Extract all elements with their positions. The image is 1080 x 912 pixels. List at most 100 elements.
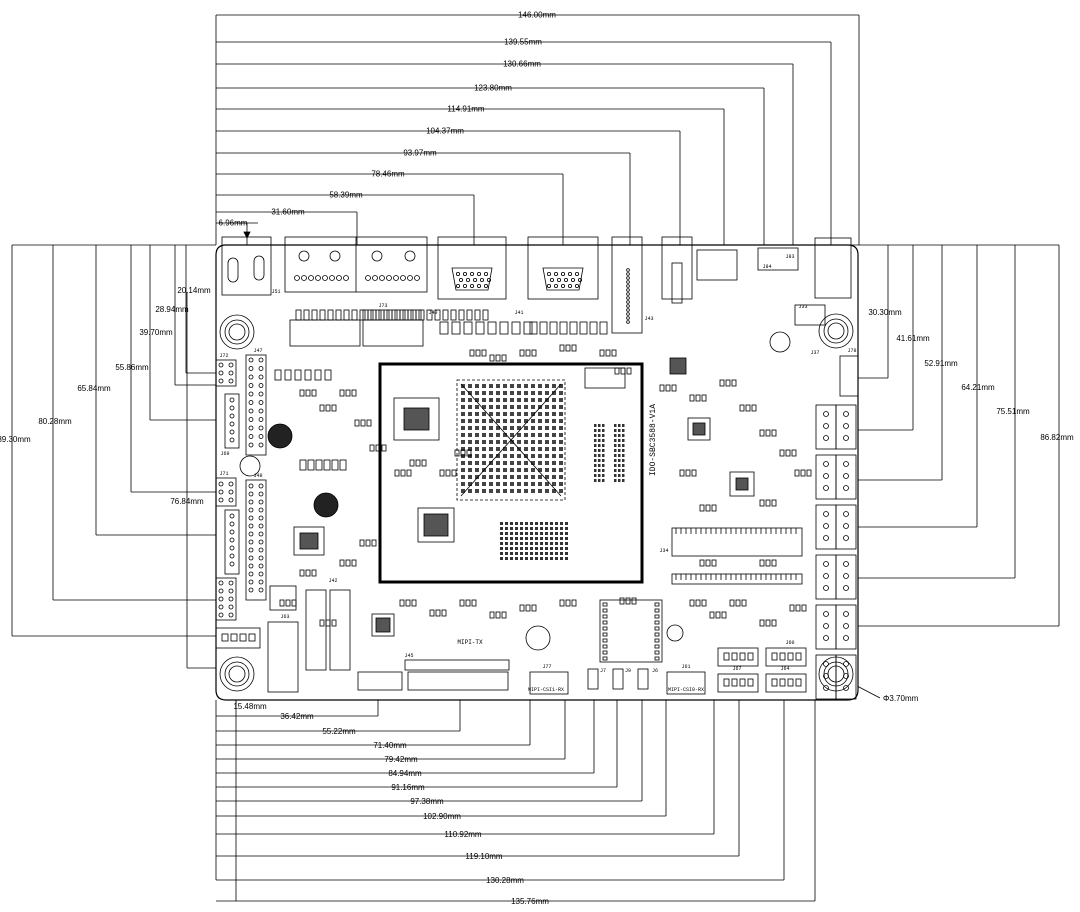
smd-part (721, 611, 727, 619)
memory-ball (598, 464, 601, 467)
header-pin (218, 362, 224, 368)
pin-pad (779, 652, 786, 661)
header-pin (218, 489, 224, 495)
bga-ball (475, 489, 479, 493)
smd-part (311, 569, 317, 577)
connector-fpc-long (671, 573, 803, 585)
bga-ball (461, 489, 465, 493)
dim-label-bottom: 97.38mm (410, 797, 444, 806)
battery-holder (769, 331, 791, 353)
header-pin (248, 523, 254, 529)
memory-ball (565, 552, 568, 555)
memory-ball (530, 537, 533, 540)
vga-pin (578, 277, 583, 282)
smd-part (421, 459, 427, 467)
header-pin (248, 531, 254, 537)
bga-ball (524, 454, 528, 458)
silk-label: J48 (253, 473, 262, 479)
memory-ball (510, 532, 513, 535)
memory-ball (545, 527, 548, 530)
header-pin (229, 545, 235, 551)
bga-ball (538, 398, 542, 402)
bga-ball (468, 461, 472, 465)
memory-ball (530, 527, 533, 530)
bga-ball (510, 440, 514, 444)
smd-part (460, 449, 466, 457)
component-pad (602, 626, 608, 631)
component-pad (323, 459, 331, 471)
memory-ball (598, 424, 601, 427)
mounting-hole-ring (224, 319, 250, 345)
memory-ball (598, 439, 601, 442)
header-pin (218, 596, 224, 602)
memory-ball (515, 522, 518, 525)
vga-pin (472, 277, 477, 282)
ic-block (584, 367, 626, 389)
memory-ball (618, 449, 621, 452)
bga-ball (461, 398, 465, 402)
memory-ball (614, 464, 617, 467)
mipi-csi1-label: MIPI-CSI1-RX (528, 687, 564, 693)
bga-ball (482, 405, 486, 409)
memory-ball (618, 429, 621, 432)
bga-ball (482, 440, 486, 444)
dim-label-bottom: 110.92mm (444, 830, 482, 839)
bga-ball (475, 440, 479, 444)
component-pad (314, 369, 322, 381)
memory-ball (565, 542, 568, 545)
header-pin (228, 481, 234, 487)
bga-ball (503, 433, 507, 437)
memory-ball (594, 424, 597, 427)
connector-fpc-vertical (305, 589, 327, 671)
memory-ball (618, 479, 621, 482)
pin-pad (239, 633, 247, 642)
vga-shell (542, 267, 584, 291)
smd-part (571, 599, 577, 607)
smd-part (451, 469, 457, 477)
header-pin (843, 435, 849, 441)
memory-ball (618, 474, 621, 477)
memory-ball (530, 557, 533, 560)
bga-ball (468, 468, 472, 472)
vga-pin (550, 277, 555, 282)
dim-label-top: 78.46mm (371, 170, 405, 179)
smd-part (339, 389, 345, 397)
component-pad (602, 602, 608, 607)
dim-label-bottom: 130.28mm (486, 876, 524, 885)
bga-ball (552, 475, 556, 479)
smd-part (501, 611, 507, 619)
header-pin (626, 272, 630, 276)
memory-ball (510, 522, 513, 525)
memory-ball (565, 547, 568, 550)
memory-ball (515, 542, 518, 545)
pin-pad (795, 678, 802, 687)
memory-ball (530, 547, 533, 550)
bga-ball (524, 440, 528, 444)
vga-pin (561, 271, 566, 276)
bga-ball (552, 433, 556, 437)
bga-ball (559, 391, 563, 395)
header-pin (823, 623, 829, 629)
header-pin (228, 362, 234, 368)
memory-ball (525, 547, 528, 550)
mounting-hole-pad (219, 656, 255, 692)
header-pin (258, 539, 264, 545)
dim-label-left: 39.70mm (139, 328, 173, 337)
memory-ball (535, 552, 538, 555)
component-pad (529, 321, 538, 335)
smd-part (800, 469, 806, 477)
smd-part (620, 367, 626, 375)
silk-label: J33 (798, 304, 807, 310)
smd-part (659, 384, 665, 392)
bga-ball (475, 398, 479, 402)
header-pin (248, 383, 254, 388)
memory-ball (594, 479, 597, 482)
bga-ball (524, 468, 528, 472)
dim-label-top: 114.91mm (447, 105, 485, 114)
silk-label: J34 (659, 548, 668, 554)
memory-ball (555, 527, 558, 530)
memory-ball (505, 522, 508, 525)
component-pad (602, 638, 608, 643)
ic-core (735, 477, 749, 491)
bga-ball (475, 412, 479, 416)
